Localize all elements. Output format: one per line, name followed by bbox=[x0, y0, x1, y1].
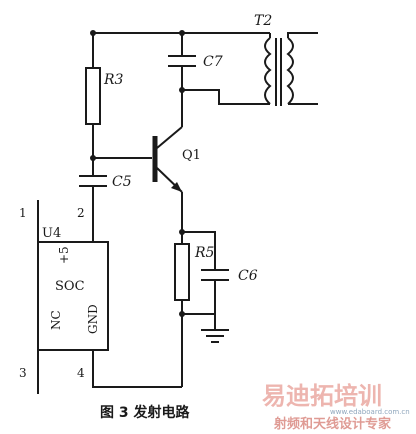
gnd-label: GND bbox=[86, 304, 100, 334]
c7-label: C7 bbox=[203, 54, 223, 70]
pin1-label: 1 bbox=[19, 206, 27, 220]
pin2-label: 2 bbox=[77, 206, 85, 220]
soc-label: SOC bbox=[55, 279, 85, 294]
pin3-label: 3 bbox=[19, 366, 27, 380]
c6-bottom-wire bbox=[182, 280, 216, 315]
u4-label: U4 bbox=[42, 226, 61, 241]
u4-pin4-wire bbox=[92, 350, 182, 388]
plus5-label: +5 bbox=[57, 246, 71, 264]
t2-secondary-coil bbox=[286, 37, 294, 105]
c5-label: C5 bbox=[112, 174, 132, 190]
r3-resistor bbox=[85, 67, 101, 125]
t2-secondary-top-wire bbox=[287, 32, 318, 38]
q1-collector bbox=[156, 126, 183, 149]
t2-primary-coil bbox=[264, 37, 272, 105]
r3-label: R3 bbox=[103, 72, 124, 88]
nc-label: NC bbox=[49, 310, 63, 330]
c6-label: C6 bbox=[238, 268, 258, 284]
watermark-main: 易迪拓培训 bbox=[262, 382, 382, 410]
q1-label: Q1 bbox=[182, 148, 201, 163]
figure-caption: 图 3 发射电路 bbox=[100, 404, 190, 421]
watermark-sub: 射频和天线设计专家 bbox=[273, 416, 392, 432]
q1-emitter-arrow bbox=[171, 182, 182, 192]
pin4-label: 4 bbox=[77, 366, 85, 380]
t2-label: T2 bbox=[254, 13, 272, 29]
u4-soc-block bbox=[37, 241, 109, 351]
r5-resistor bbox=[174, 243, 190, 301]
c6-top-wire bbox=[182, 231, 216, 270]
r5-label: R5 bbox=[194, 245, 215, 261]
watermark-url: www.edaboard.com.cn bbox=[330, 408, 410, 416]
collector-to-t2-wire bbox=[182, 89, 270, 105]
